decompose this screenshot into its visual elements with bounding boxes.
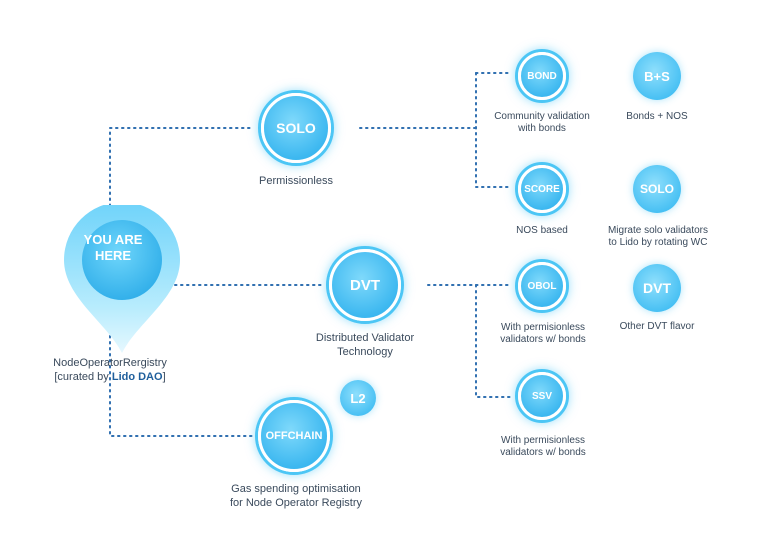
solo-caption: Permissionless [259,175,333,187]
bond-node[interactable]: BOND [515,49,569,103]
ssv-caption: With permisionless validators w/ bonds [500,435,586,458]
bs-caption: Bonds + NOS [626,111,688,122]
registry-label: NodeOperatorRergistry [curated by Lido D… [53,357,167,383]
dvt-node[interactable]: DVT [326,246,404,324]
dvt-caption: Distributed Validator Technology [315,332,415,358]
score-caption: NOS based [516,225,568,236]
location-pin-icon [64,205,180,353]
solo-migrate-node[interactable]: SOLO [633,165,681,213]
obol-caption: With permisionless validators w/ bonds [500,322,586,345]
you-are-here-label: YOU ARE HERE [83,232,143,263]
bs-node[interactable]: B+S [633,52,681,100]
offchain-node[interactable]: OFFCHAIN [255,397,333,475]
bond-caption: Community validation with bonds [494,111,590,134]
dvt-flavor-caption: Other DVT flavor [619,321,695,332]
score-node[interactable]: SCORE [515,162,569,216]
obol-node[interactable]: OBOL [515,259,569,313]
solo-migrate-caption: Migrate solo validators to Lido by rotat… [607,225,709,248]
solo-node[interactable]: SOLO [258,90,334,166]
ssv-node[interactable]: SSV [515,369,569,423]
dvt-flavor-node[interactable]: DVT [633,264,681,312]
l2-badge: L2 [340,380,376,416]
offchain-caption: Gas spending optimisation for Node Opera… [229,483,363,509]
